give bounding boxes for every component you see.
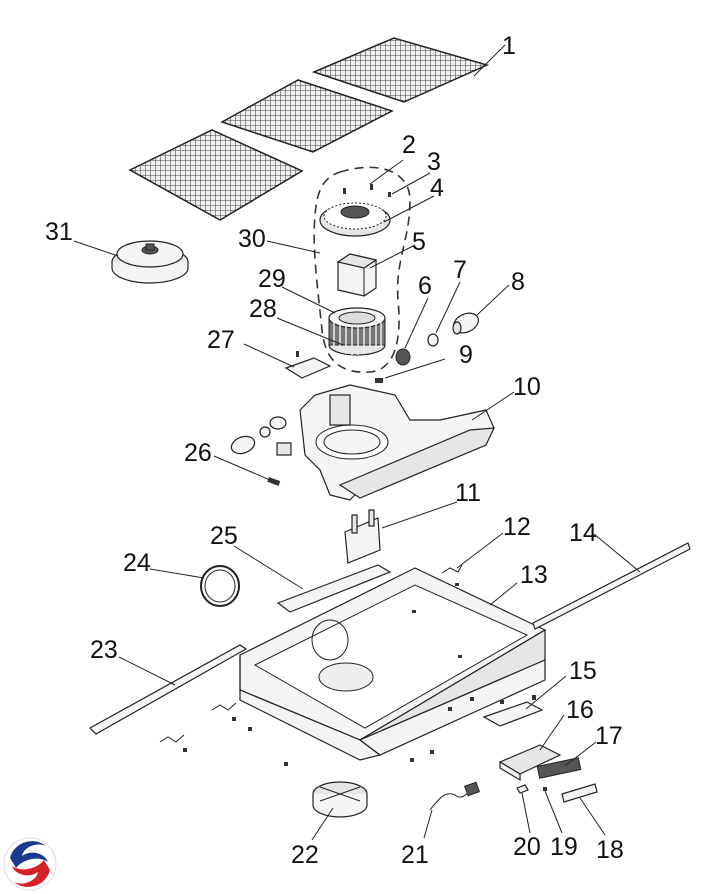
fan-wheel-part bbox=[328, 307, 386, 356]
callout-26: 26 bbox=[184, 439, 212, 467]
callout-3: 3 bbox=[427, 148, 441, 176]
rail-part-14 bbox=[532, 542, 691, 630]
callout-19: 19 bbox=[550, 833, 578, 861]
callout-24: 24 bbox=[123, 549, 151, 577]
callout-18: 18 bbox=[596, 836, 624, 864]
motor-plate-part bbox=[319, 202, 391, 237]
callout-1: 1 bbox=[502, 32, 516, 60]
callout-22: 22 bbox=[291, 841, 319, 869]
grease-filter-1 bbox=[311, 37, 490, 103]
callout-7: 7 bbox=[453, 256, 467, 284]
motor-assembly-boundary bbox=[313, 166, 411, 373]
callout-27: 27 bbox=[207, 326, 235, 354]
callout-30: 30 bbox=[238, 225, 266, 253]
round-cover-part bbox=[111, 240, 189, 284]
callout-17: 17 bbox=[595, 722, 623, 750]
capacitor-part bbox=[336, 253, 378, 297]
duct-collar-part bbox=[312, 781, 368, 818]
callout-20: 20 bbox=[513, 833, 541, 861]
leader-lines bbox=[73, 44, 641, 841]
grease-filter-3 bbox=[128, 129, 304, 221]
hinge-part-12 bbox=[441, 564, 463, 574]
callout-4: 4 bbox=[430, 174, 444, 202]
bracket-part bbox=[344, 517, 381, 564]
gasket-part bbox=[200, 565, 240, 607]
callout-16: 16 bbox=[566, 696, 594, 724]
callout-6: 6 bbox=[418, 272, 432, 300]
callout-31: 31 bbox=[45, 218, 73, 246]
callout-12: 12 bbox=[503, 513, 531, 541]
grease-filter-2 bbox=[220, 79, 394, 153]
callout-29: 29 bbox=[258, 265, 286, 293]
control-panel-part bbox=[276, 564, 392, 613]
hood-body-part bbox=[239, 567, 547, 761]
power-cord-part bbox=[429, 789, 471, 811]
switch-cover-part bbox=[284, 357, 332, 379]
lamp-cover-part bbox=[482, 701, 544, 727]
callout-28: 28 bbox=[249, 295, 277, 323]
rail-part-23 bbox=[89, 644, 248, 735]
callout-labels: 1 2 3 4 5 6 7 8 9 10 11 12 13 14 15 16 1… bbox=[45, 32, 624, 869]
callout-5: 5 bbox=[412, 228, 426, 256]
callout-9: 9 bbox=[459, 341, 473, 369]
callout-13: 13 bbox=[520, 561, 548, 589]
callout-14: 14 bbox=[569, 519, 597, 547]
callout-8: 8 bbox=[511, 268, 525, 296]
damper-part bbox=[375, 312, 479, 383]
callout-11: 11 bbox=[455, 479, 481, 507]
callout-21: 21 bbox=[401, 841, 429, 869]
callout-25: 25 bbox=[210, 522, 238, 550]
grease-filter-panels bbox=[128, 37, 490, 221]
button-panel-part bbox=[561, 783, 598, 803]
blower-housing-part bbox=[230, 384, 495, 501]
callout-2: 2 bbox=[402, 131, 416, 159]
callout-23: 23 bbox=[90, 636, 118, 664]
brand-swirl-icon bbox=[3, 837, 57, 891]
callout-10: 10 bbox=[513, 373, 541, 401]
switch-buttons-part bbox=[536, 757, 582, 779]
callout-15: 15 bbox=[569, 657, 597, 685]
